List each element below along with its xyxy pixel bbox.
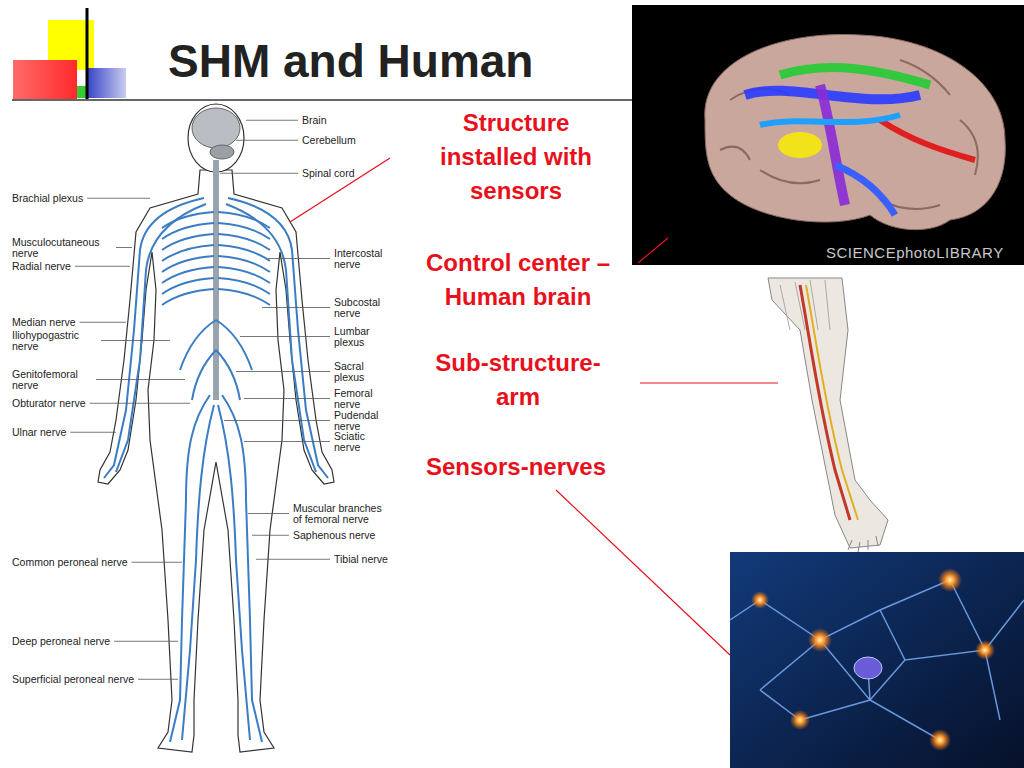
analogy-label: Sensors-nerves (416, 450, 616, 484)
red-leader-lines (290, 158, 778, 655)
brain-photo-part (778, 132, 822, 158)
brain-photo (632, 5, 1024, 265)
brain-photo-part (835, 165, 895, 215)
part-label: Iliohypogastric nerve (12, 330, 97, 351)
corner-decoration-part (86, 8, 89, 101)
part-label: Saphenous nerve (293, 530, 375, 541)
brain-photo-part (760, 115, 900, 125)
slide-title: SHM and Human (168, 34, 533, 88)
leader-line (236, 371, 330, 372)
neurons-picture-part (730, 580, 1024, 740)
part-label: Tibial nerve (334, 554, 388, 565)
leader-line (246, 120, 298, 121)
leader-line (116, 247, 132, 248)
leader-line (240, 336, 330, 337)
brain-photo-part (745, 91, 920, 100)
nervous-system-figure (98, 104, 334, 752)
part-label: Spinal cord (302, 168, 355, 179)
arm-anatomy-picture-part (768, 278, 888, 548)
leader-line (244, 398, 330, 399)
analogy-label: Control center – Human brain (405, 246, 631, 314)
part-label: Superficial peroneal nerve (12, 674, 134, 685)
arm-anatomy-picture-part (806, 285, 858, 520)
neurons-picture-part (751, 591, 769, 609)
leader-line (138, 679, 178, 680)
corner-decoration-part (13, 60, 77, 100)
leader-line (224, 420, 330, 421)
leader-line (256, 559, 330, 560)
part-label: Pudendal nerve (334, 410, 389, 431)
nervous-system-figure-part (213, 160, 219, 400)
part-label: Musculocutaneous nerve (12, 237, 112, 258)
part-label: Deep peroneal nerve (12, 636, 110, 647)
nervous-system-figure-part (104, 198, 328, 478)
part-label: Radial nerve (12, 261, 71, 272)
brain-photo-part (820, 85, 845, 205)
part-label: Common peroneal nerve (12, 557, 128, 568)
neurons-picture-part (929, 729, 951, 751)
leader-line (236, 140, 298, 141)
analogy-label: Sub-structure- arm (418, 346, 618, 414)
part-label: Femoral nerve (334, 388, 384, 409)
red-leader-lines-part (556, 490, 730, 655)
part-label: Brain (302, 115, 327, 126)
corner-decoration-part (12, 99, 640, 101)
leader-line (90, 403, 190, 404)
leader-line (262, 307, 330, 308)
part-label: Sacral plexus (334, 361, 384, 382)
part-label: Median nerve (12, 317, 76, 328)
analogy-label: Structure installed with sensors (416, 106, 616, 208)
arm-anatomy-picture-part (800, 285, 850, 520)
neurons-picture-part (938, 568, 962, 592)
part-label: Sciatic nerve (334, 431, 384, 452)
leader-line (87, 198, 150, 199)
brain-photo-part (880, 120, 975, 160)
leader-line (114, 641, 178, 642)
corner-decoration (12, 8, 640, 101)
leader-line (75, 266, 130, 267)
nervous-system-figure-part (192, 108, 240, 148)
part-label: Lumbar plexus (334, 326, 384, 347)
part-label: Intercostal nerve (334, 248, 394, 269)
brain-photo-part (632, 5, 1024, 265)
watermark: SCIENCEphotoLIBRARY (826, 244, 1004, 261)
part-label: Subcostal nerve (334, 297, 394, 318)
red-leader-lines-part (290, 158, 390, 222)
neurons-picture (730, 552, 1024, 768)
arm-anatomy-picture-part (848, 536, 878, 552)
red-leader-lines-part (640, 382, 778, 383)
neurons-picture-part (808, 628, 832, 652)
part-label: Brachial plexus (12, 193, 83, 204)
leader-line (70, 432, 116, 433)
neurons-picture-part (854, 657, 882, 679)
leader-line (96, 379, 185, 380)
leader-line (248, 513, 289, 514)
leader-line (220, 173, 298, 174)
red-leader-lines-part (638, 238, 668, 263)
leader-line (101, 340, 170, 341)
leader-line (80, 322, 126, 323)
part-label: Genitofemoral nerve (12, 369, 92, 390)
neurons-picture-part (790, 710, 810, 730)
arm-anatomy-picture (768, 278, 888, 552)
brain-photo-part (780, 68, 930, 85)
neurons-picture-part (975, 640, 995, 660)
leader-line (268, 258, 330, 259)
part-label: Obturator nerve (12, 398, 86, 409)
part-label: Ulnar nerve (12, 427, 66, 438)
nervous-system-figure-part (162, 212, 270, 305)
brain-photo-part (705, 34, 1006, 229)
nervous-system-figure-part (170, 320, 262, 742)
neurons-picture-part (730, 552, 1024, 768)
part-label: Cerebellum (302, 135, 356, 146)
part-label: Muscular branches of femoral nerve (293, 503, 389, 524)
leader-line (132, 562, 182, 563)
nervous-system-figure-part (210, 145, 234, 159)
leader-line (244, 441, 330, 442)
brain-photo-part (720, 60, 978, 209)
corner-decoration-part (88, 68, 126, 98)
leader-line (252, 535, 289, 536)
